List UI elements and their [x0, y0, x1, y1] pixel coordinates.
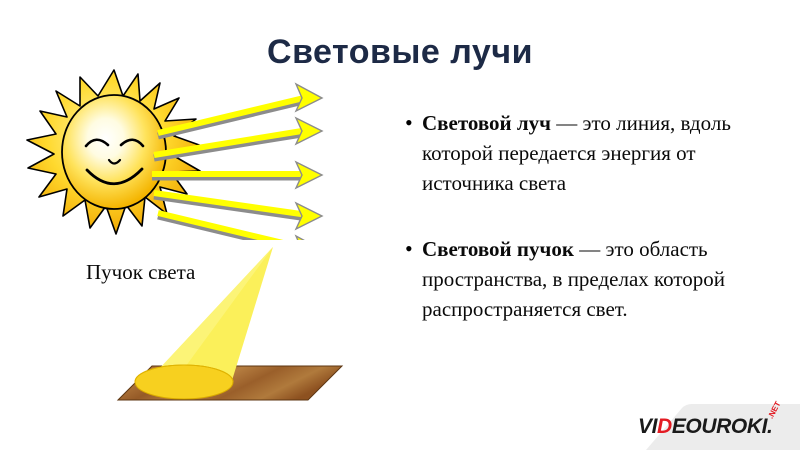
sun-nose	[107, 158, 122, 165]
light-beam-illustration	[80, 235, 360, 410]
watermark-panel	[646, 404, 800, 450]
bullet-body-text: — это линия, вдоль которой передается эн…	[422, 111, 731, 195]
rays-svg	[152, 82, 324, 265]
list-item: • Световой луч — это линия, вдоль которо…	[400, 108, 790, 198]
beam-svg	[116, 247, 344, 401]
bullet-lead-term: Световой пучок	[422, 237, 574, 261]
list-item: • Световой пучок — это область пространс…	[400, 234, 790, 324]
ray-arrow-3	[152, 160, 324, 190]
light-pool-rim	[134, 364, 234, 383]
watermark-logo: VIDEOUROKI. .NET	[590, 400, 800, 450]
bullet-lead-term: Световой луч	[422, 111, 552, 135]
bullet-text: Световой луч — это линия, вдоль которой …	[422, 108, 790, 198]
bullet-list: • Световой луч — это линия, вдоль которо…	[400, 108, 790, 360]
bullet-body-text: — это область пространства, в пределах к…	[422, 237, 726, 321]
light-rays-group	[140, 80, 340, 265]
beam-cone-highlight	[146, 247, 273, 385]
ray-arrow-2	[153, 116, 324, 162]
ray-arrow-1	[157, 82, 324, 140]
page-title: Световые лучи	[267, 33, 533, 71]
watermark-accent-letter: D	[657, 415, 672, 438]
bullet-marker: •	[405, 236, 413, 261]
ray-arrow-4	[153, 190, 324, 231]
watermark-wordmark: VIDEOUROKI.	[638, 415, 773, 439]
watermark-text-after: EOUROKI.	[671, 415, 773, 438]
sun-smile	[85, 167, 144, 186]
bullet-text: Световой пучок — это область пространств…	[422, 234, 790, 324]
sun-eyes	[84, 138, 145, 148]
beam-caption: Пучок света	[86, 260, 196, 284]
bullet-marker: •	[405, 110, 413, 135]
watermark-text-before: VI	[638, 415, 658, 438]
